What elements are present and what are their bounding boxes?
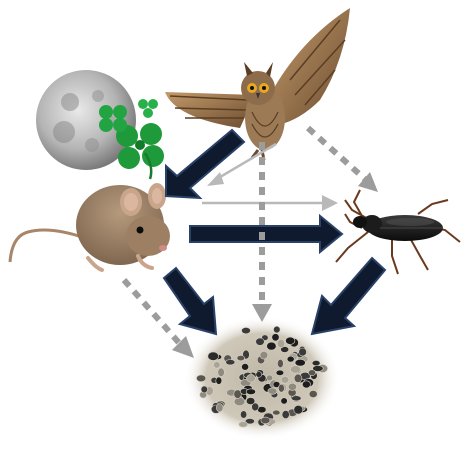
mouse-icon bbox=[10, 183, 170, 270]
arrow-dotted-owl-to-beetle bbox=[308, 128, 378, 192]
arrow-beetle-to-seeds bbox=[312, 258, 385, 334]
arrow-owl-to-mouse bbox=[166, 130, 244, 198]
arrow-mouse-to-seeds bbox=[164, 268, 216, 334]
arrow-thin-mouse-to-beetle bbox=[202, 195, 338, 211]
beetle-icon bbox=[336, 190, 460, 274]
arrow-mouse-to-beetle bbox=[190, 216, 342, 252]
seeds-icon bbox=[184, 316, 340, 440]
